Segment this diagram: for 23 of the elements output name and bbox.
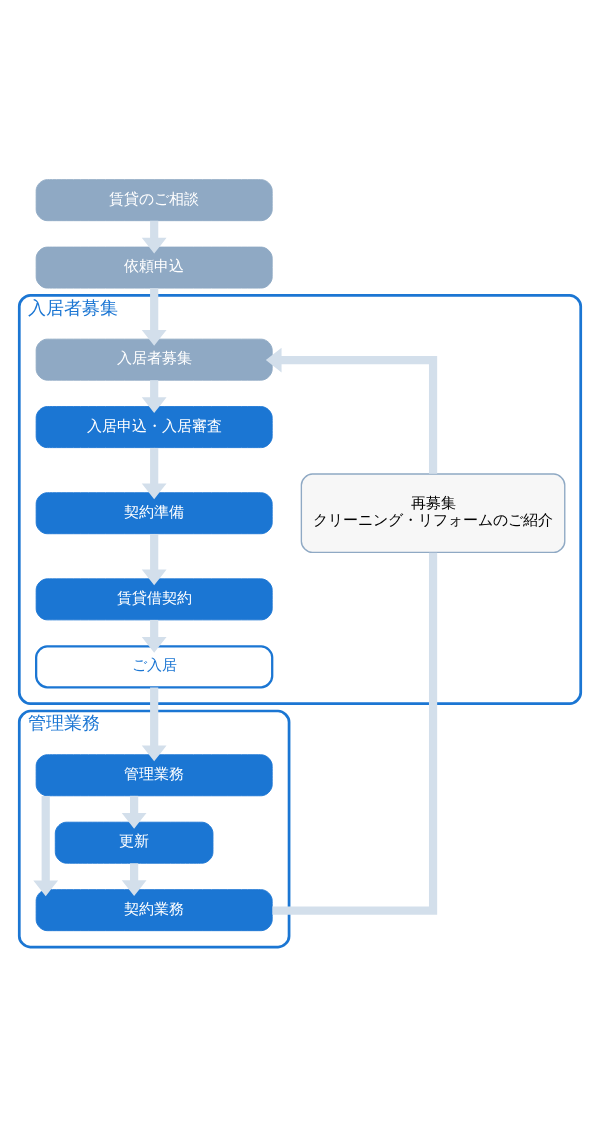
node-box: 再募集 クリーニング・リフォームのご紹介 xyxy=(300,472,566,553)
node-box: 管理業務 xyxy=(35,753,273,796)
node-box: 賃貸のご相談 xyxy=(35,178,273,221)
arrow xyxy=(141,220,167,253)
arrow xyxy=(121,862,147,896)
arrow xyxy=(121,795,147,829)
arrow xyxy=(265,347,438,474)
arrow xyxy=(33,795,59,896)
node-box: 賃貸借契約 xyxy=(35,577,273,620)
arrow xyxy=(141,379,167,413)
node-box: 更新 xyxy=(54,821,214,864)
arrow xyxy=(141,533,167,585)
node-box: 契約業務 xyxy=(35,888,273,931)
connector xyxy=(272,552,438,915)
node-box: 契約準備 xyxy=(35,491,273,534)
arrow xyxy=(141,686,167,761)
node-box: 入居申込・入居審査 xyxy=(35,405,273,448)
arrow xyxy=(141,619,167,653)
arrow xyxy=(141,447,167,499)
node-box: 入居者募集 xyxy=(35,338,273,381)
arrow xyxy=(141,287,167,346)
node-box: ご入居 xyxy=(35,644,274,688)
node-box: 依頼申込 xyxy=(35,246,273,289)
